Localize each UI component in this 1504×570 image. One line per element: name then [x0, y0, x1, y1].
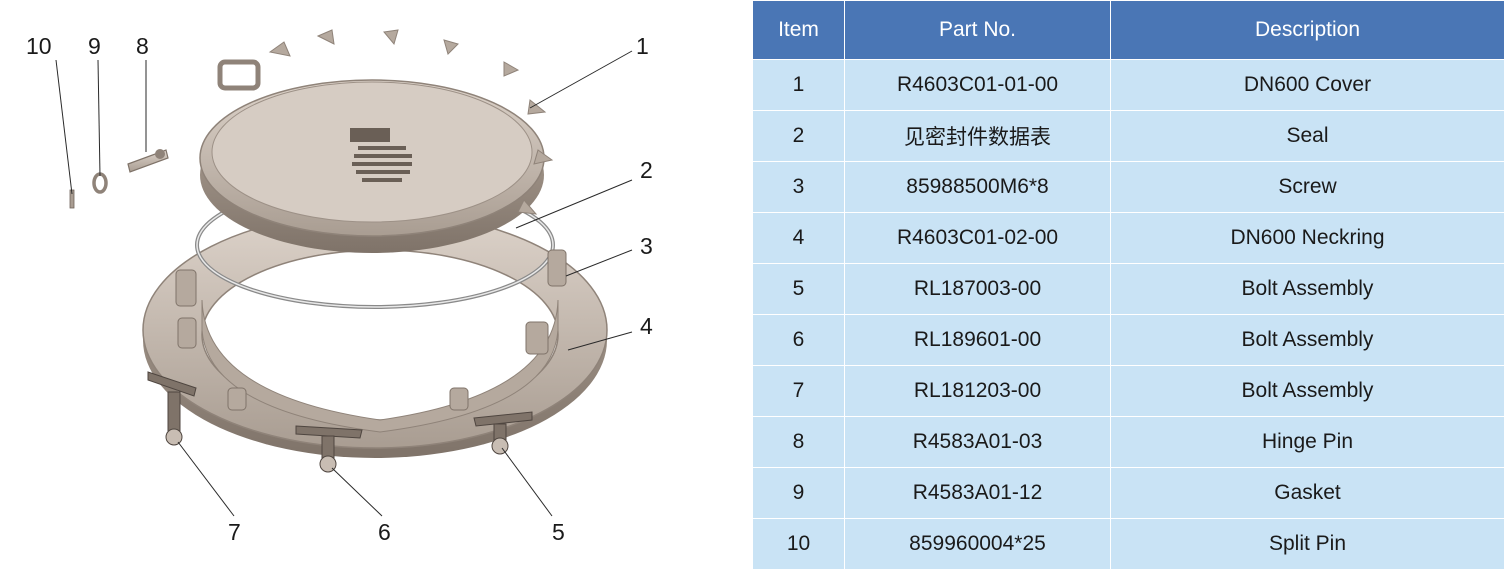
- exploded-assembly-diagram: 1 2 3 4 5 6 7 8 9 10: [26, 29, 653, 545]
- cell-description: DN600 Neckring: [1110, 212, 1504, 264]
- callout-3: 3: [640, 233, 653, 259]
- cell-part-no: R4603C01-01-00: [844, 59, 1111, 111]
- table-row: 6 RL189601-00 Bolt Assembly: [752, 314, 1504, 366]
- cell-description: Split Pin: [1110, 518, 1504, 570]
- cell-item: 10: [752, 518, 845, 570]
- table-row: 9 R4583A01-12 Gasket: [752, 467, 1504, 519]
- parts-table: Item Part No. Description 1 R4603C01-01-…: [752, 0, 1504, 570]
- neckring-lugs: [175, 249, 567, 411]
- gasket-part: [92, 172, 108, 194]
- neckring-part: [142, 211, 608, 458]
- cover-part: [199, 29, 554, 253]
- table-row: 8 R4583A01-03 Hinge Pin: [752, 416, 1504, 468]
- cell-part-no: R4603C01-02-00: [844, 212, 1111, 264]
- cell-part-no: R4583A01-03: [844, 416, 1111, 468]
- cell-description: Seal: [1110, 110, 1504, 162]
- cell-item: 5: [752, 263, 845, 315]
- cell-part-no: R4583A01-12: [844, 467, 1111, 519]
- cell-item: 7: [752, 365, 845, 417]
- table-row: 3 85988500M6*8 Screw: [752, 161, 1504, 213]
- cell-description: Bolt Assembly: [1110, 263, 1504, 315]
- cell-item: 9: [752, 467, 845, 519]
- cell-item: 4: [752, 212, 845, 264]
- cell-item: 2: [752, 110, 845, 162]
- table-row: 10 859960004*25 Split Pin: [752, 518, 1504, 570]
- callout-8: 8: [136, 33, 149, 59]
- column-header-part-no: Part No.: [844, 0, 1111, 60]
- cell-part-no: RL181203-00: [844, 365, 1111, 417]
- table-row: 4 R4603C01-02-00 DN600 Neckring: [752, 212, 1504, 264]
- bolt-assembly-7: [147, 371, 197, 446]
- callout-10: 10: [26, 33, 52, 59]
- hinge-pin-part: [127, 149, 169, 173]
- cell-description: Screw: [1110, 161, 1504, 213]
- table-row: 2 见密封件数据表 Seal: [752, 110, 1504, 162]
- cell-part-no: 85988500M6*8: [844, 161, 1111, 213]
- cell-item: 1: [752, 59, 845, 111]
- leader-lines: [55, 50, 633, 517]
- callout-4: 4: [640, 313, 653, 339]
- callout-2: 2: [640, 157, 653, 183]
- table-row: 5 RL187003-00 Bolt Assembly: [752, 263, 1504, 315]
- callout-9: 9: [88, 33, 101, 59]
- callout-7: 7: [228, 519, 241, 545]
- cell-description: Bolt Assembly: [1110, 365, 1504, 417]
- cell-item: 6: [752, 314, 845, 366]
- cell-part-no: RL189601-00: [844, 314, 1111, 366]
- table-row: 1 R4603C01-01-00 DN600 Cover: [752, 59, 1504, 111]
- cell-part-no: RL187003-00: [844, 263, 1111, 315]
- cell-description: Hinge Pin: [1110, 416, 1504, 468]
- table-row: 7 RL181203-00 Bolt Assembly: [752, 365, 1504, 417]
- column-header-item: Item: [752, 0, 845, 60]
- callout-6: 6: [378, 519, 391, 545]
- cell-description: Gasket: [1110, 467, 1504, 519]
- cell-item: 8: [752, 416, 845, 468]
- cell-description: DN600 Cover: [1110, 59, 1504, 111]
- column-header-description: Description: [1110, 0, 1504, 60]
- cell-item: 3: [752, 161, 845, 213]
- cell-description: Bolt Assembly: [1110, 314, 1504, 366]
- callout-1: 1: [636, 33, 649, 59]
- cell-part-no: 见密封件数据表: [844, 110, 1111, 162]
- callout-5: 5: [552, 519, 565, 545]
- cell-part-no: 859960004*25: [844, 518, 1111, 570]
- table-header-row: Item Part No. Description: [752, 0, 1504, 60]
